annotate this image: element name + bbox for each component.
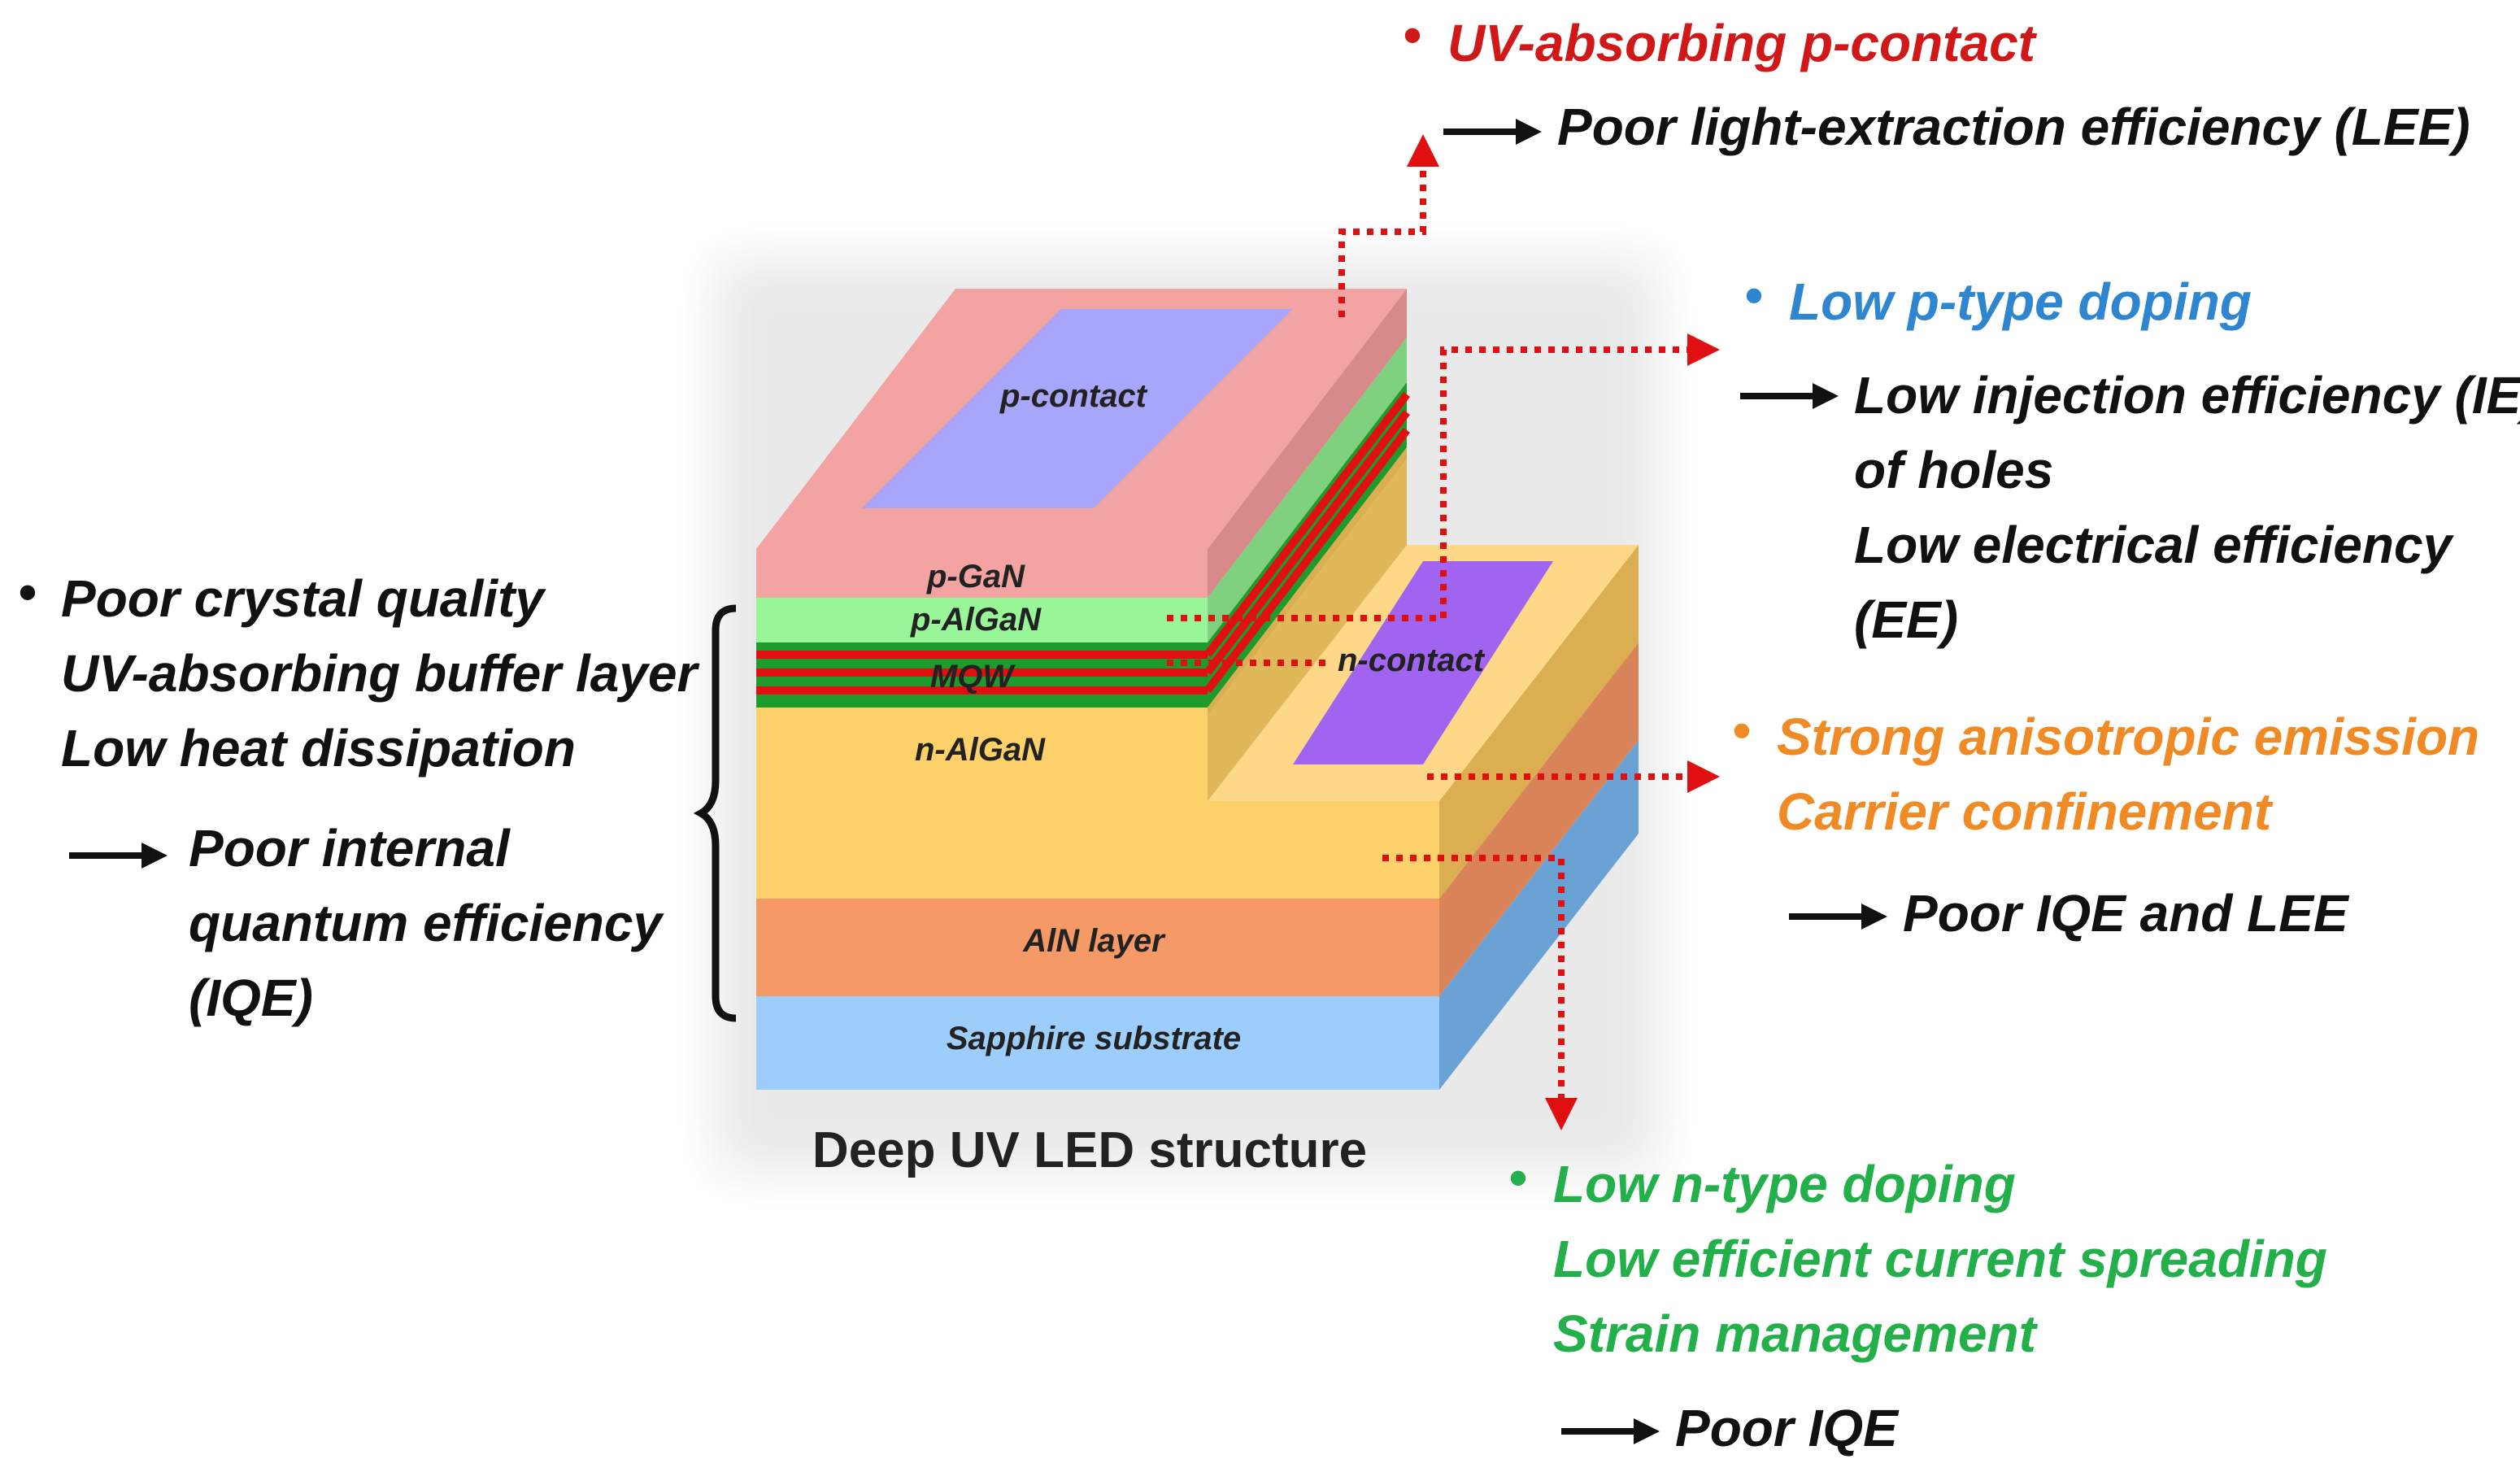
mqw-red-2 <box>756 668 1208 677</box>
red-line: UV-absorbing p-contact <box>1447 14 2038 72</box>
left-result-2: quantum efficiency <box>189 894 664 952</box>
label-sapphire: Sapphire substrate <box>947 1021 1241 1056</box>
mqw-side-red-1 <box>1204 391 1410 658</box>
mqw-red-1 <box>756 651 1208 659</box>
mqw-red-3 <box>756 686 1208 695</box>
mqw-side-red-2 <box>1204 409 1410 676</box>
blue-bullet: • <box>1744 266 1762 324</box>
red-result: Poor light-extraction efficiency (LEE) <box>1557 98 2470 156</box>
p-gan-side <box>1208 289 1407 598</box>
step-riser <box>1208 459 1407 801</box>
orange-bullet: • <box>1732 701 1750 760</box>
left-line-3: Low heat dissipation <box>61 719 576 777</box>
n-algan-upper-side <box>1208 447 1407 716</box>
blue-result-1: Low injection efficiency (IE) <box>1854 366 2520 425</box>
orange-line-2: Carrier confinement <box>1777 782 2274 841</box>
aln-side <box>1439 642 1639 996</box>
label-p-gan: p-GaN <box>926 559 1025 594</box>
arrow-p-doping <box>1167 333 1720 621</box>
p-algan-front <box>756 598 1208 642</box>
arrow-n-doping <box>1382 855 1578 1130</box>
green-line-1: Low n-type doping <box>1553 1155 2016 1213</box>
blue-result-3: Low electrical efficiency <box>1854 516 2455 574</box>
sapphire-front <box>756 996 1439 1090</box>
green-line-3: Strain management <box>1553 1304 2039 1363</box>
n-algan-front <box>756 801 1439 899</box>
left-line-1: Poor crystal quality <box>61 569 546 628</box>
label-n-algan: n-AlGaN <box>915 732 1046 768</box>
label-n-contact: n-contact <box>1338 642 1486 678</box>
p-contact-pad <box>862 309 1293 508</box>
left-line-2: UV-absorbing buffer layer <box>61 644 699 703</box>
n-contact-pad <box>1293 561 1553 764</box>
left-result-1: Poor internal <box>189 819 511 878</box>
left-bullet: • <box>18 563 36 621</box>
p-algan-side <box>1208 338 1407 642</box>
left-result-3: (IQE) <box>189 969 313 1027</box>
n-algan-side <box>1439 545 1639 899</box>
p-gan-front <box>756 549 1208 598</box>
orange-line-1: Strong anisotropic emission <box>1777 708 2479 766</box>
mqw-side-red-3 <box>1204 427 1410 694</box>
aln-front <box>756 899 1439 996</box>
sapphire-side <box>1439 740 1639 1090</box>
green-line-2: Low efficient current spreading <box>1553 1230 2327 1288</box>
label-mqw: MQW <box>930 659 1016 695</box>
blue-result-2: of holes <box>1854 441 2053 499</box>
caption: Deep UV LED structure <box>812 1122 1367 1178</box>
left-brace <box>693 604 737 1022</box>
label-p-algan: p-AlGaN <box>910 602 1042 638</box>
arrow-p-contact <box>1338 134 1439 317</box>
green-result: Poor IQE <box>1675 1399 1900 1457</box>
blue-result-4: (EE) <box>1854 590 1958 649</box>
orange-result: Poor IQE and LEE <box>1903 884 2350 943</box>
red-bullet: • <box>1403 6 1421 64</box>
blue-line: Low p-type doping <box>1789 272 2252 331</box>
label-aln: AlN layer <box>1022 923 1166 959</box>
green-bullet: • <box>1508 1148 1526 1207</box>
n-algan-upper-front <box>756 708 1208 801</box>
label-p-contact: p-contact <box>999 378 1148 414</box>
